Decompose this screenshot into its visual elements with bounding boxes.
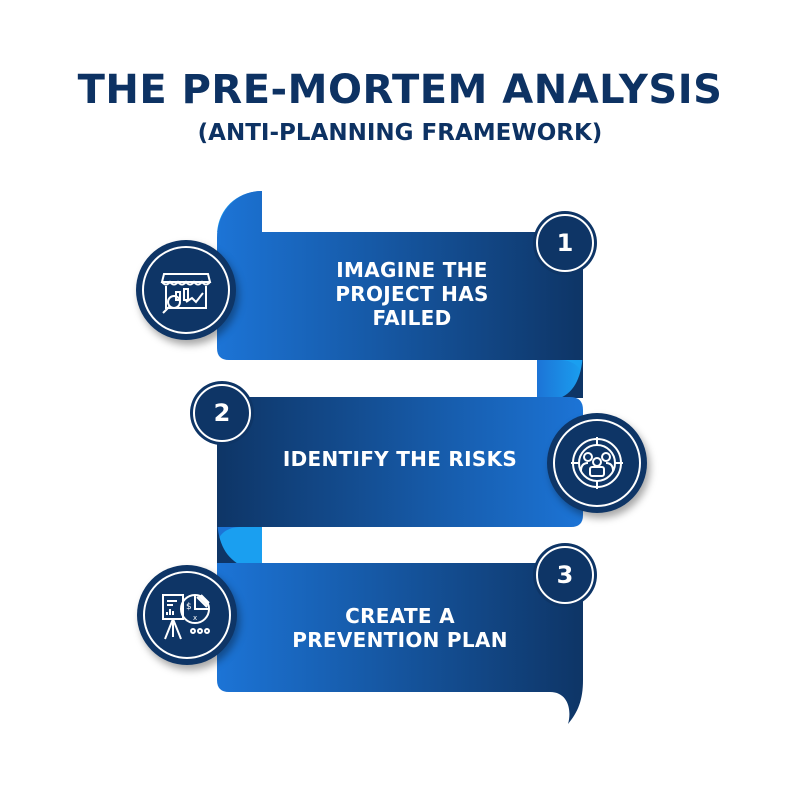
- step-1-label-line: FAILED: [372, 306, 452, 330]
- ribbon-step-1: [217, 191, 583, 360]
- step-3-label-line: PREVENTION PLAN: [292, 628, 508, 652]
- step-2-label-line: IDENTIFY THE RISKS: [282, 447, 518, 471]
- step-3-label-line: CREATE A: [345, 604, 455, 628]
- step-1-label-line: PROJECT HAS: [335, 282, 489, 306]
- ribbon-step-2: [217, 397, 583, 527]
- step-1-label-line: IMAGINE THE: [336, 258, 488, 282]
- target-team-icon: [571, 437, 623, 489]
- presentation-pie-chart-icon: $ x: [162, 594, 210, 640]
- connector-2-3: [217, 515, 262, 578]
- step-2-icon-circle: [547, 413, 647, 513]
- ribbon-step-3: [217, 563, 583, 724]
- step-3-label: CREATE A PREVENTION PLAN: [250, 604, 550, 652]
- step-2-label: IDENTIFY THE RISKS: [240, 447, 560, 471]
- icon-ring: [143, 571, 231, 659]
- svg-text:$: $: [186, 602, 192, 612]
- icon-ring: [553, 419, 641, 507]
- step-3-number-badge: 3: [536, 546, 594, 604]
- page-title: THE PRE-MORTEM ANALYSIS: [77, 67, 723, 113]
- step-1-label: IMAGINE THE PROJECT HAS FAILED: [262, 258, 562, 330]
- page-subtitle: (ANTI-PLANNING FRAMEWORK): [197, 120, 603, 146]
- step-2-number-badge: 2: [193, 384, 251, 442]
- step-3-icon-circle: $ x: [137, 565, 237, 665]
- step-1-icon-circle: [136, 240, 236, 340]
- connector-1-2: [537, 348, 583, 410]
- storefront-analytics-icon: [160, 273, 212, 314]
- step-1-number-badge: 1: [536, 214, 594, 272]
- icon-ring: [142, 246, 230, 334]
- svg-text:x: x: [193, 614, 197, 622]
